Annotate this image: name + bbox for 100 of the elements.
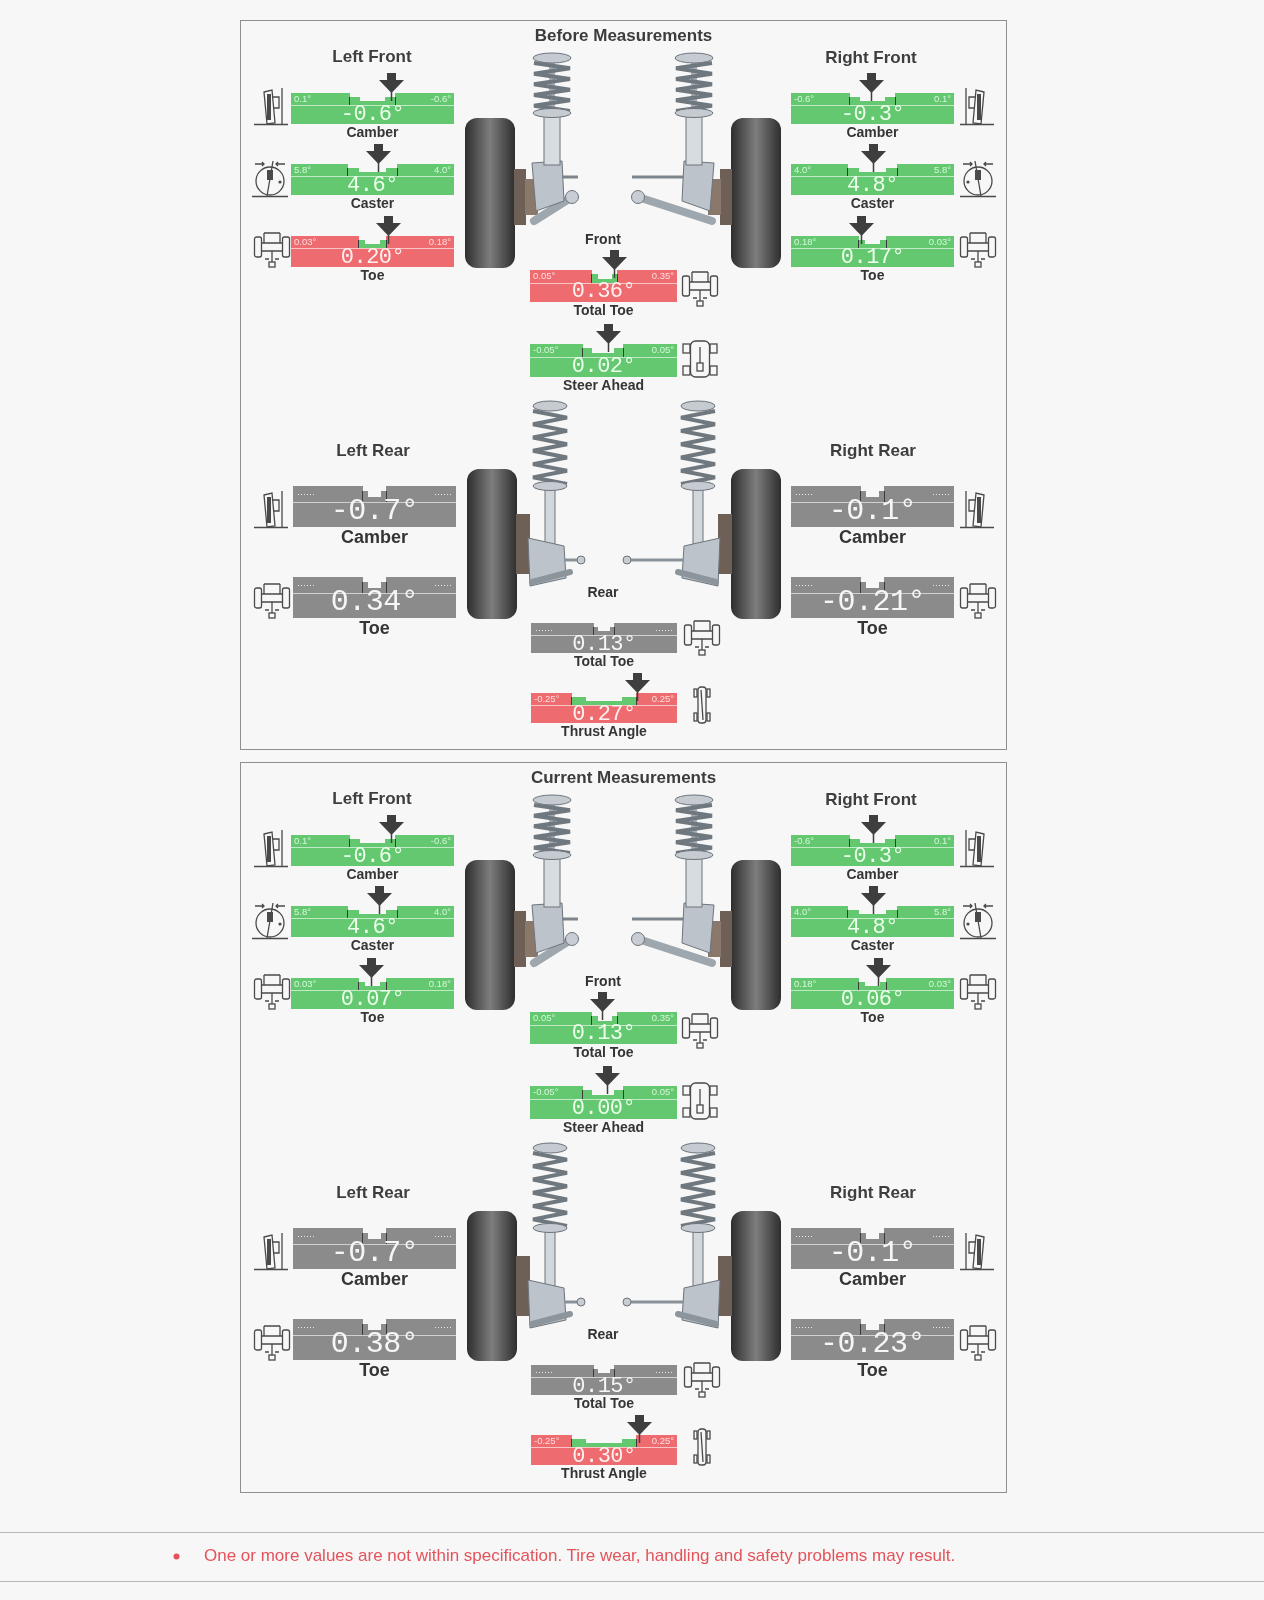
gauge-bar bbox=[530, 344, 677, 377]
max-limit: 5.8° bbox=[934, 907, 951, 917]
gauge-caption: Toe bbox=[857, 619, 888, 639]
gauge-caption: Thrust Angle bbox=[561, 1466, 647, 1482]
gauge-caption: Camber bbox=[346, 867, 399, 883]
gauge-value: 0.36° bbox=[571, 281, 636, 303]
section-heading: Left Front bbox=[332, 47, 412, 67]
gauge-bar bbox=[291, 164, 454, 195]
gauge-caption: Camber bbox=[346, 125, 399, 141]
gauge-value: 4.8° bbox=[847, 917, 898, 939]
gauge-bar bbox=[791, 236, 954, 267]
min-limit: 0.1° bbox=[294, 836, 311, 846]
gauge-caption: Toe bbox=[360, 268, 385, 284]
gauge-value: 4.6° bbox=[347, 175, 398, 197]
gauge-value: 0.13° bbox=[571, 1023, 636, 1045]
gauge-value: 0.07° bbox=[340, 989, 405, 1011]
max-limit: 0.03° bbox=[928, 237, 951, 247]
gauge-bar bbox=[291, 93, 454, 124]
measurement-panel bbox=[240, 762, 1007, 1493]
min-limit: -0.25° bbox=[534, 1436, 560, 1446]
axle-heading: Front bbox=[585, 231, 621, 248]
gauge-bar bbox=[791, 577, 954, 618]
axle-heading: Rear bbox=[587, 1326, 619, 1343]
gauge-value: 0.15° bbox=[572, 1376, 636, 1398]
min-limit: -0.05° bbox=[533, 345, 559, 355]
gauge-value: -0.7° bbox=[330, 496, 419, 526]
gauge-caption: Caster bbox=[350, 938, 395, 954]
gauge-value: 0.13° bbox=[572, 634, 636, 656]
min-limit: 4.0° bbox=[794, 907, 811, 917]
gauge-caption: Caster bbox=[850, 196, 895, 212]
gauge-bar bbox=[531, 693, 677, 723]
gauge-bar bbox=[791, 978, 954, 1009]
gauge-bar bbox=[291, 978, 454, 1009]
gauge-caption: Thrust Angle bbox=[561, 724, 647, 740]
gauge-bar bbox=[791, 486, 954, 527]
section-heading: Left Rear bbox=[336, 1183, 410, 1203]
max-limit: 0.18° bbox=[428, 979, 451, 989]
max-limit: 0.03° bbox=[928, 979, 951, 989]
gauge-caption: Camber bbox=[846, 125, 899, 141]
max-limit: -0.6° bbox=[430, 836, 451, 846]
gauge-caption: Caster bbox=[350, 196, 395, 212]
gauge-value: -0.6° bbox=[340, 846, 405, 868]
max-limit: 5.8° bbox=[934, 165, 951, 175]
min-limit: 0.05° bbox=[533, 1013, 556, 1023]
gauge-bar bbox=[791, 1228, 954, 1269]
max-limit: 0.18° bbox=[428, 237, 451, 247]
gauge-value: 4.8° bbox=[847, 175, 898, 197]
gauge-caption: Toe bbox=[860, 268, 885, 284]
min-limit: 5.8° bbox=[294, 907, 311, 917]
gauge-bar bbox=[293, 486, 456, 527]
section-heading: Right Rear bbox=[830, 1183, 916, 1203]
section-heading: Right Front bbox=[825, 790, 917, 810]
gauge-bar bbox=[530, 1086, 677, 1119]
gauge-value: 0.30° bbox=[572, 1446, 636, 1468]
gauge-value: -0.6° bbox=[340, 104, 405, 126]
max-limit: 0.25° bbox=[651, 1436, 674, 1446]
gauge-caption: Caster bbox=[850, 938, 895, 954]
gauge-value: -0.7° bbox=[330, 1238, 419, 1268]
section-heading: Right Rear bbox=[830, 441, 916, 461]
gauge-value: 0.17° bbox=[840, 247, 905, 269]
section-heading: Left Rear bbox=[336, 441, 410, 461]
warning-note: One or more values are not within specification. Tire wear, handling and safety problems may result. bbox=[204, 1546, 956, 1566]
min-limit: 0.03° bbox=[294, 979, 317, 989]
panel-title: Before Measurements bbox=[534, 26, 713, 46]
gauge-caption: Camber bbox=[839, 1270, 906, 1290]
gauge-bar bbox=[791, 835, 954, 866]
gauge-value: -0.3° bbox=[840, 104, 905, 126]
gauge-bar bbox=[531, 623, 677, 653]
gauge-bar bbox=[791, 164, 954, 195]
gauge-caption: Toe bbox=[360, 1010, 385, 1026]
max-limit: 0.25° bbox=[651, 694, 674, 704]
max-limit: -0.6° bbox=[430, 94, 451, 104]
gauge-caption: Toe bbox=[359, 1361, 390, 1381]
gauge-value: -0.23° bbox=[820, 1329, 925, 1359]
gauge-bar bbox=[791, 1319, 954, 1360]
min-limit: 5.8° bbox=[294, 165, 311, 175]
min-limit: 0.05° bbox=[533, 271, 556, 281]
gauge-value: -0.21° bbox=[820, 587, 925, 617]
gauge-value: -0.3° bbox=[840, 846, 905, 868]
max-limit: 0.05° bbox=[651, 1087, 674, 1097]
gauge-caption: Steer Ahead bbox=[562, 1120, 645, 1136]
min-limit: 4.0° bbox=[794, 165, 811, 175]
min-limit: -0.25° bbox=[534, 694, 560, 704]
min-limit: 0.03° bbox=[294, 237, 317, 247]
max-limit: 0.1° bbox=[934, 836, 951, 846]
min-limit: -0.6° bbox=[794, 836, 815, 846]
section-heading: Right Front bbox=[825, 48, 917, 68]
gauge-bar bbox=[791, 93, 954, 124]
gauge-caption: Total Toe bbox=[573, 303, 634, 319]
gauge-value: 0.20° bbox=[340, 247, 405, 269]
max-limit: 4.0° bbox=[434, 165, 451, 175]
min-limit: 0.18° bbox=[794, 979, 817, 989]
gauge-bar bbox=[531, 1365, 677, 1395]
gauge-caption: Toe bbox=[359, 619, 390, 639]
gauge-caption: Total Toe bbox=[573, 1396, 635, 1412]
gauge-value: 0.02° bbox=[571, 356, 636, 378]
gauge-caption: Camber bbox=[839, 528, 906, 548]
gauge-caption: Steer Ahead bbox=[562, 378, 645, 394]
max-limit: 0.35° bbox=[651, 271, 674, 281]
gauge-caption: Toe bbox=[857, 1361, 888, 1381]
